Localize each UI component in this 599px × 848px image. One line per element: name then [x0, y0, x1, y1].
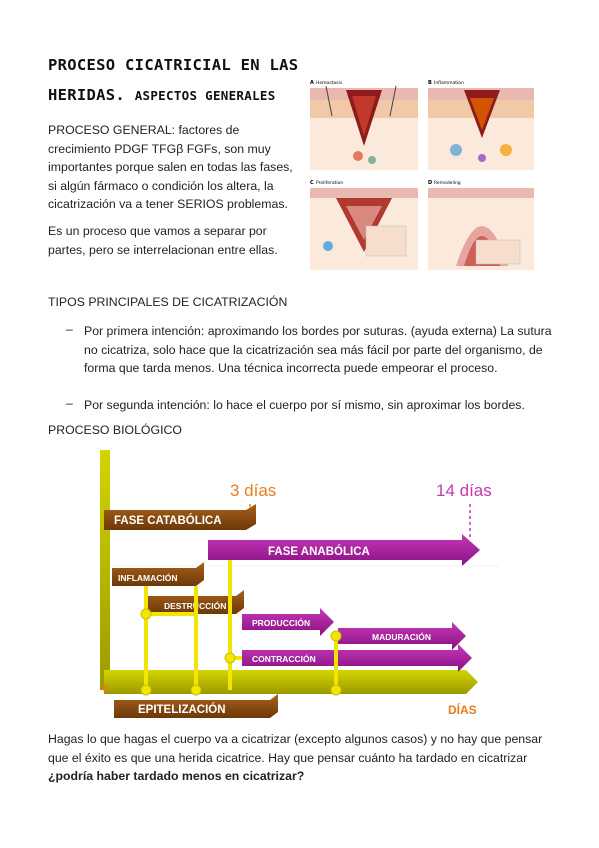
maduracion-arrow: [338, 622, 466, 650]
panel-d-letter: D: [428, 180, 432, 186]
epitelizacion-label: EPITELIZACIÓN: [138, 703, 226, 716]
panel-inflammation: B Inflammation: [428, 80, 534, 170]
panel-b-letter: B: [428, 80, 432, 86]
closing-question: ¿podría haber tardado menos en cicatriza…: [48, 769, 305, 783]
panel-remodeling: D Remodeling: [428, 180, 534, 270]
title-line-2: HERIDAS. ASPECTOS GENERALES: [48, 80, 308, 111]
panel-b-name: Inflammation: [434, 80, 464, 86]
wound-healing-stages-figure: A Hemostasis B Inflammation C Proliferat…: [310, 80, 534, 270]
panel-a-letter: A: [310, 80, 314, 86]
title-line-2a: HERIDAS.: [48, 86, 126, 104]
connector-joints: [140, 608, 342, 696]
bio-heading: PROCESO BIOLÓGICO: [48, 423, 182, 437]
diagram-origin-dot: [102, 685, 108, 691]
contraccion-label: CONTRACCIÓN: [252, 653, 316, 664]
types-item-1: Por primera intención: aproximando los b…: [84, 324, 552, 375]
dias-label: DÍAS: [448, 702, 477, 717]
title-line-1: PROCESO CICATRICIAL EN LAS: [48, 56, 299, 74]
fase-anabolica-label: FASE ANABÓLICA: [268, 545, 370, 558]
panel-a-name: Hemostasis: [316, 80, 343, 86]
produccion-label: PRODUCCIÓN: [252, 617, 310, 628]
title-line-2b: ASPECTOS GENERALES: [134, 88, 276, 103]
inflamacion-label: INFLAMACIÓN: [118, 572, 178, 583]
intro-paragraph-1: PROCESO GENERAL: factores de crecimiento…: [48, 123, 293, 211]
panel-c-name: Proliferation: [316, 180, 343, 186]
fase-catabolica-bar: [104, 504, 256, 530]
produccion-arrow: [242, 608, 334, 636]
page-title: PROCESO CICATRICIAL EN LAS HERIDAS. ASPE…: [48, 50, 308, 111]
types-heading: TIPOS PRINCIPALES DE CICATRIZACIÓN: [48, 295, 288, 309]
contraccion-arrow: [242, 644, 472, 672]
closing-paragraph: Hagas lo que hagas el cuerpo va a cicatr…: [48, 730, 553, 786]
closing-text: Hagas lo que hagas el cuerpo va a cicatr…: [48, 732, 543, 765]
panel-d-name: Remodeling: [434, 180, 461, 186]
bullet-dash: –: [66, 396, 73, 410]
bullet-dash: –: [66, 322, 73, 336]
diagram-time-axis: [104, 670, 478, 694]
intro-paragraph-2: Es un proceso que vamos a separar por pa…: [48, 224, 278, 257]
diagram-vertical-axis: [100, 450, 110, 690]
panel-proliferation: C Proliferation: [310, 180, 418, 270]
types-item-2: Por segunda intención: lo hace el cuerpo…: [84, 398, 525, 412]
day-14-label: 14 días: [436, 481, 492, 500]
fase-catabolica-label: FASE CATABÓLICA: [114, 514, 222, 527]
panel-c-letter: C: [310, 180, 314, 186]
healing-phases-diagram: 3 días 14 días FASE CATABÓLICA FASE ANAB…: [100, 450, 500, 718]
inflamacion-bar: [112, 562, 204, 586]
day-3-label: 3 días: [230, 481, 276, 500]
fase-anabolica-arrow: [208, 534, 480, 566]
maduracion-label: MADURACIÓN: [372, 631, 431, 642]
epitelizacion-bar: [114, 694, 278, 718]
panel-hemostasis: A Hemostasis: [310, 80, 418, 170]
